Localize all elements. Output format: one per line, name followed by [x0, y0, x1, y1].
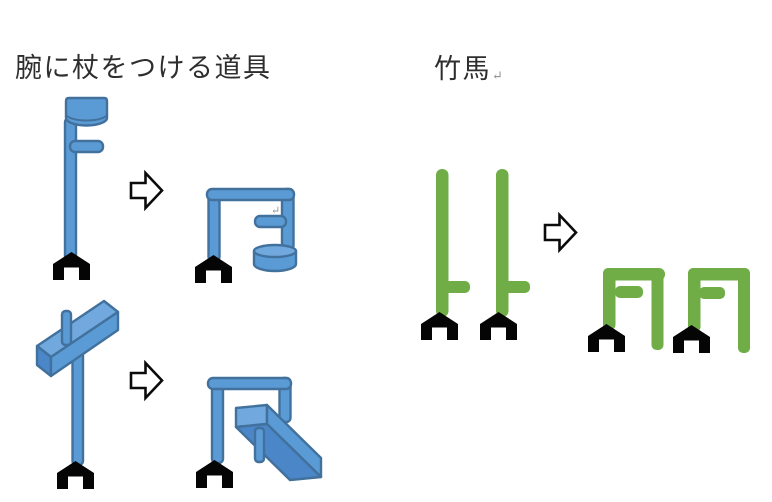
transform-arrow-icon[interactable] — [543, 213, 578, 252]
cylinder-cuff-top — [252, 243, 298, 259]
frame-right-pole — [651, 268, 664, 350]
figure-arm-frame-trough[interactable] — [196, 376, 323, 488]
paragraph-mark: ↵ — [492, 68, 503, 83]
trough-front-face — [49, 310, 120, 378]
frame-left-pole — [207, 189, 221, 263]
frame-top-bar — [205, 187, 296, 202]
right-section-title: 竹馬↵ — [434, 47, 503, 86]
trough-peg — [60, 309, 73, 347]
cane-pole — [71, 346, 85, 467]
transform-arrow-icon[interactable] — [129, 171, 164, 210]
figure-stilt-arm-frames[interactable] — [588, 268, 750, 353]
frame-right-pole — [738, 268, 750, 353]
small-annotation-mark: ↵ — [271, 205, 280, 217]
stilt-pole — [436, 169, 449, 317]
foot-tip — [421, 312, 458, 340]
stilt-pole — [496, 169, 509, 317]
figure-cane-cylinder-grip[interactable] — [53, 96, 109, 280]
hand-grip — [253, 214, 288, 229]
cylinder-rim — [65, 113, 108, 122]
frame-top-bar — [688, 268, 750, 281]
frame-top-bar — [206, 376, 293, 391]
foot-tip — [195, 255, 232, 283]
frame-top-bar — [603, 268, 665, 281]
transform-arrow-icon[interactable] — [129, 361, 164, 400]
foot-tip — [673, 325, 710, 353]
foot-tip — [53, 252, 90, 280]
frame-left-pole — [603, 268, 616, 330]
hand-grip — [615, 286, 643, 298]
stilt-footrest — [504, 281, 530, 293]
left-section-title: 腕に杖をつける道具 — [15, 53, 272, 83]
hand-grip — [699, 287, 725, 299]
figure-cane-trough-armrest[interactable] — [35, 299, 120, 489]
frame-left-pole — [688, 268, 701, 332]
frame-left-pole — [210, 379, 225, 465]
figure-arm-frame-cylinder-cuff[interactable]: ↵ — [195, 187, 298, 283]
cylinder-grip — [64, 96, 109, 127]
stilt-footrest — [444, 281, 470, 293]
trough-peg — [253, 426, 266, 464]
cane-pole — [63, 116, 78, 262]
foot-tip — [196, 460, 233, 488]
foot-tip — [480, 312, 517, 340]
figure-stilt-pair[interactable] — [421, 169, 530, 340]
foot-tip — [588, 324, 625, 352]
foot-tip — [57, 461, 94, 489]
cane-handle — [68, 139, 105, 154]
right-title-text: 竹馬 — [434, 54, 491, 84]
